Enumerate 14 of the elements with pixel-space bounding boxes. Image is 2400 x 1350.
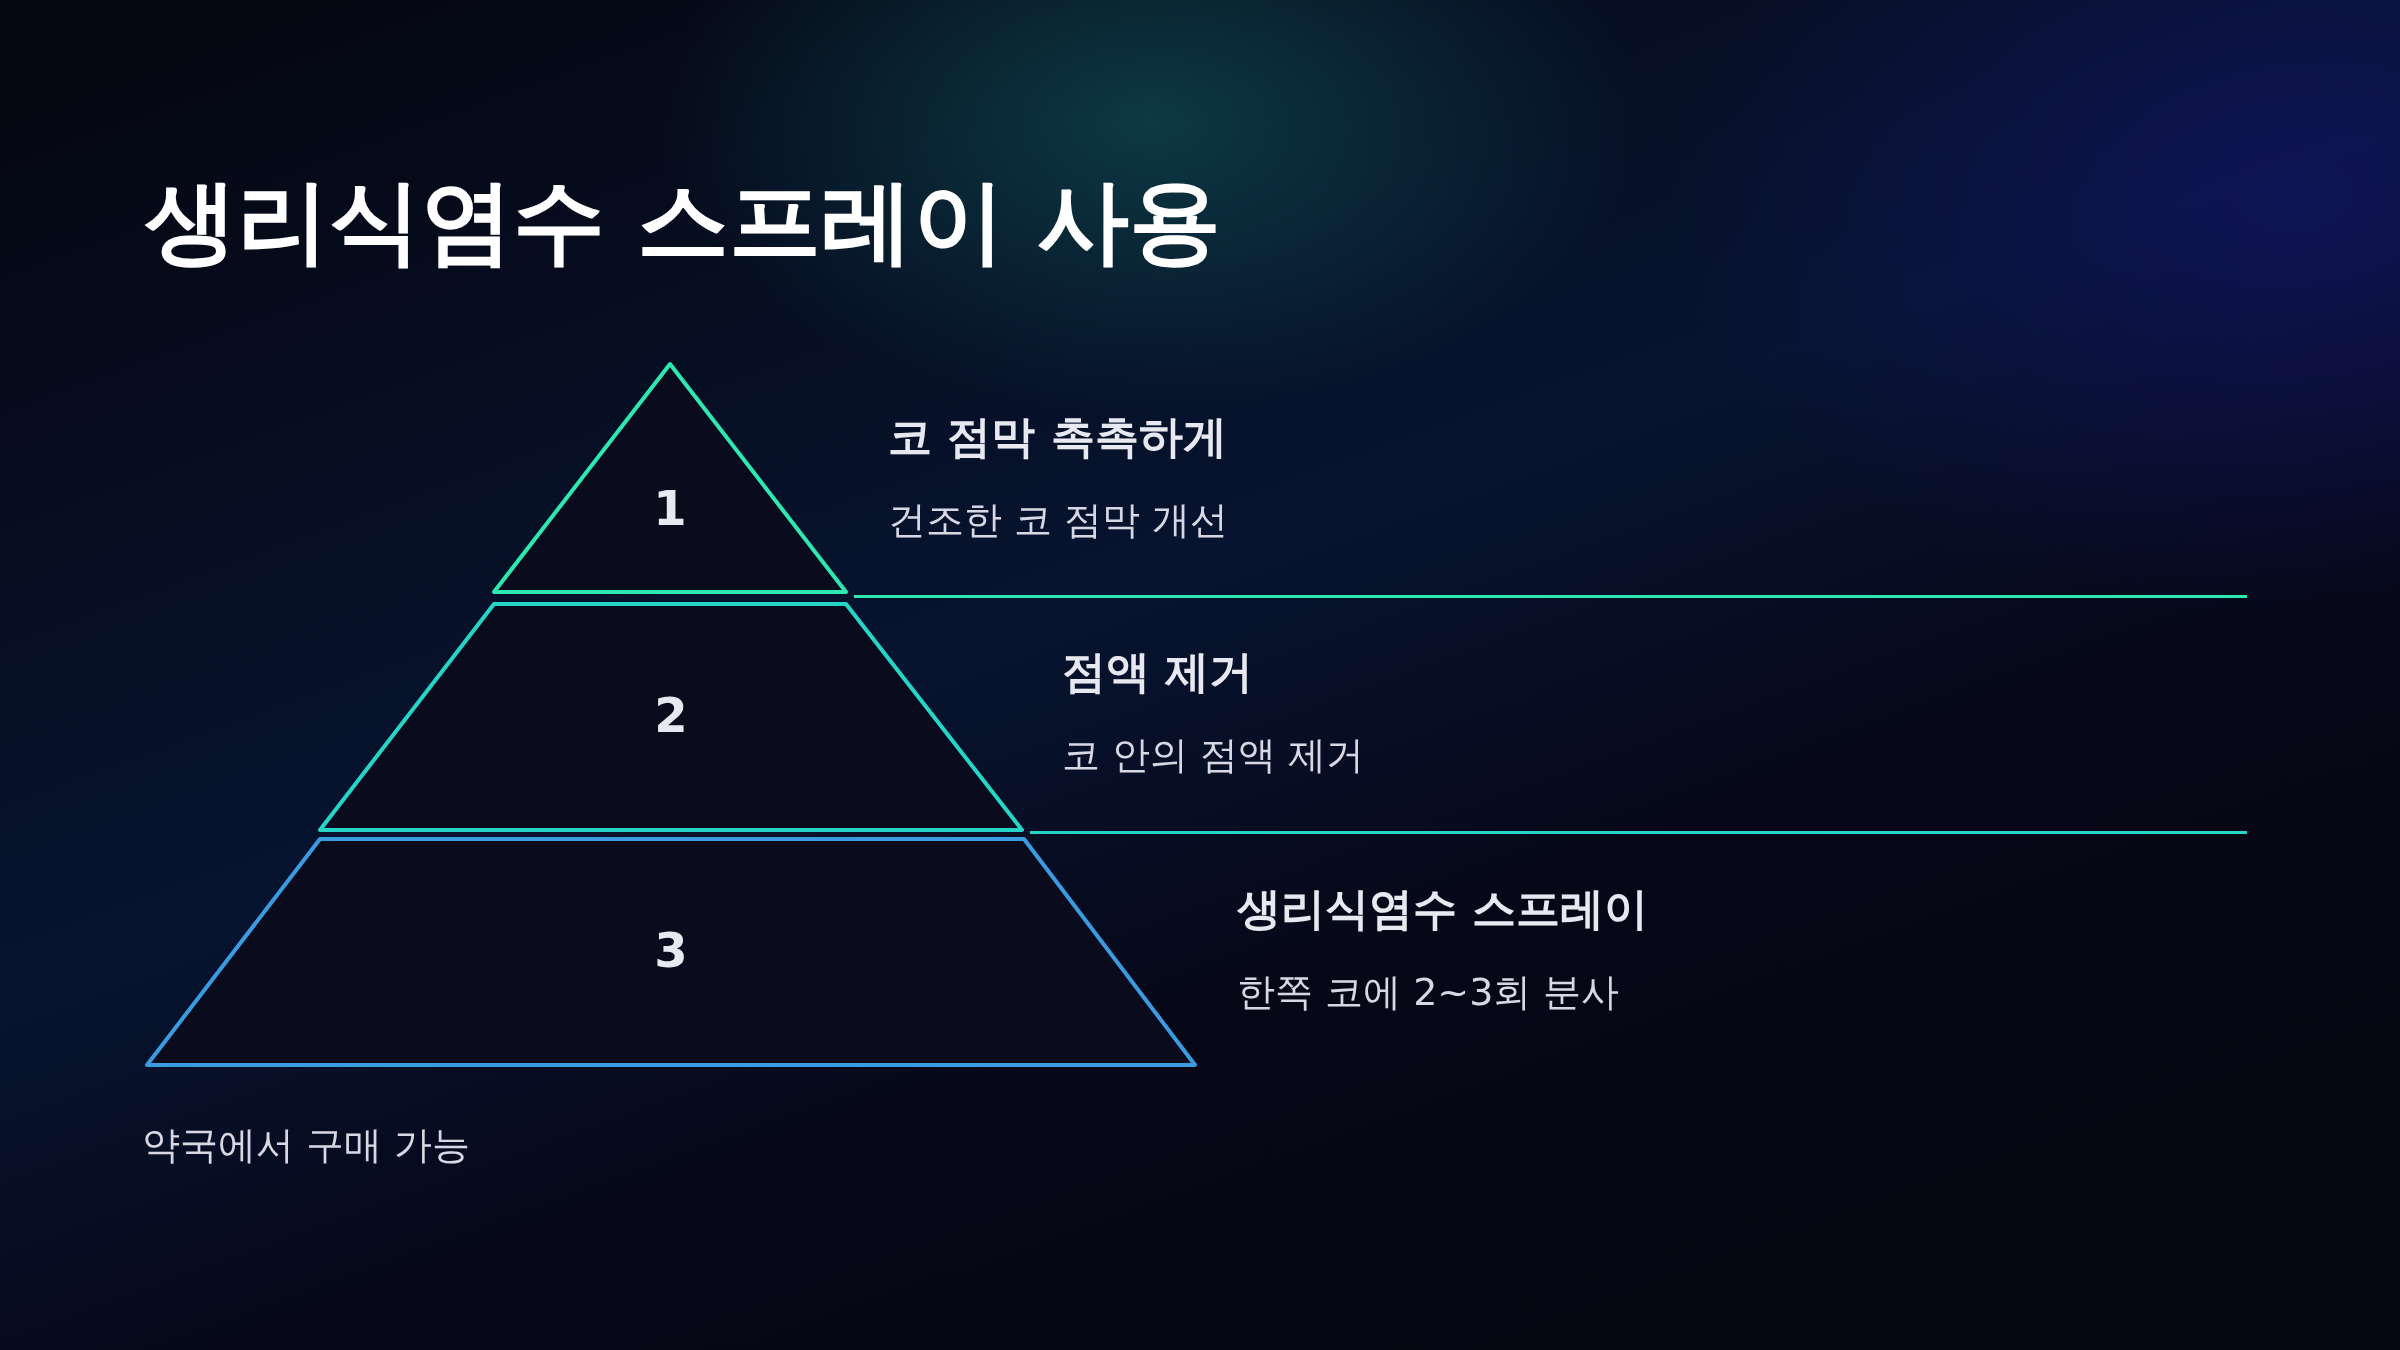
title: 생리식염수 스프레이 사용 xyxy=(145,167,1222,277)
note-text: 약국에서 구매 가능 xyxy=(142,1122,471,1169)
step-heading: 코 점막 촉촉하게 xyxy=(888,410,1227,464)
step-number: 3 xyxy=(654,922,688,978)
step-heading: 생리식염수 스프레이 xyxy=(1237,882,1649,936)
step-description: 코 안의 점액 제거 xyxy=(1062,732,1365,779)
pyramid-tier xyxy=(143,835,1199,1069)
step-heading: 점액 제거 xyxy=(1062,645,1254,699)
step-number: 2 xyxy=(654,687,688,743)
pyramid-top-triangle xyxy=(490,360,850,596)
step-description: 한쪽 코에 2~3회 분사 xyxy=(1237,969,1620,1016)
step-description: 건조한 코 점막 개선 xyxy=(888,497,1229,544)
pyramid-tier xyxy=(316,600,1026,834)
step-number: 1 xyxy=(653,480,687,536)
